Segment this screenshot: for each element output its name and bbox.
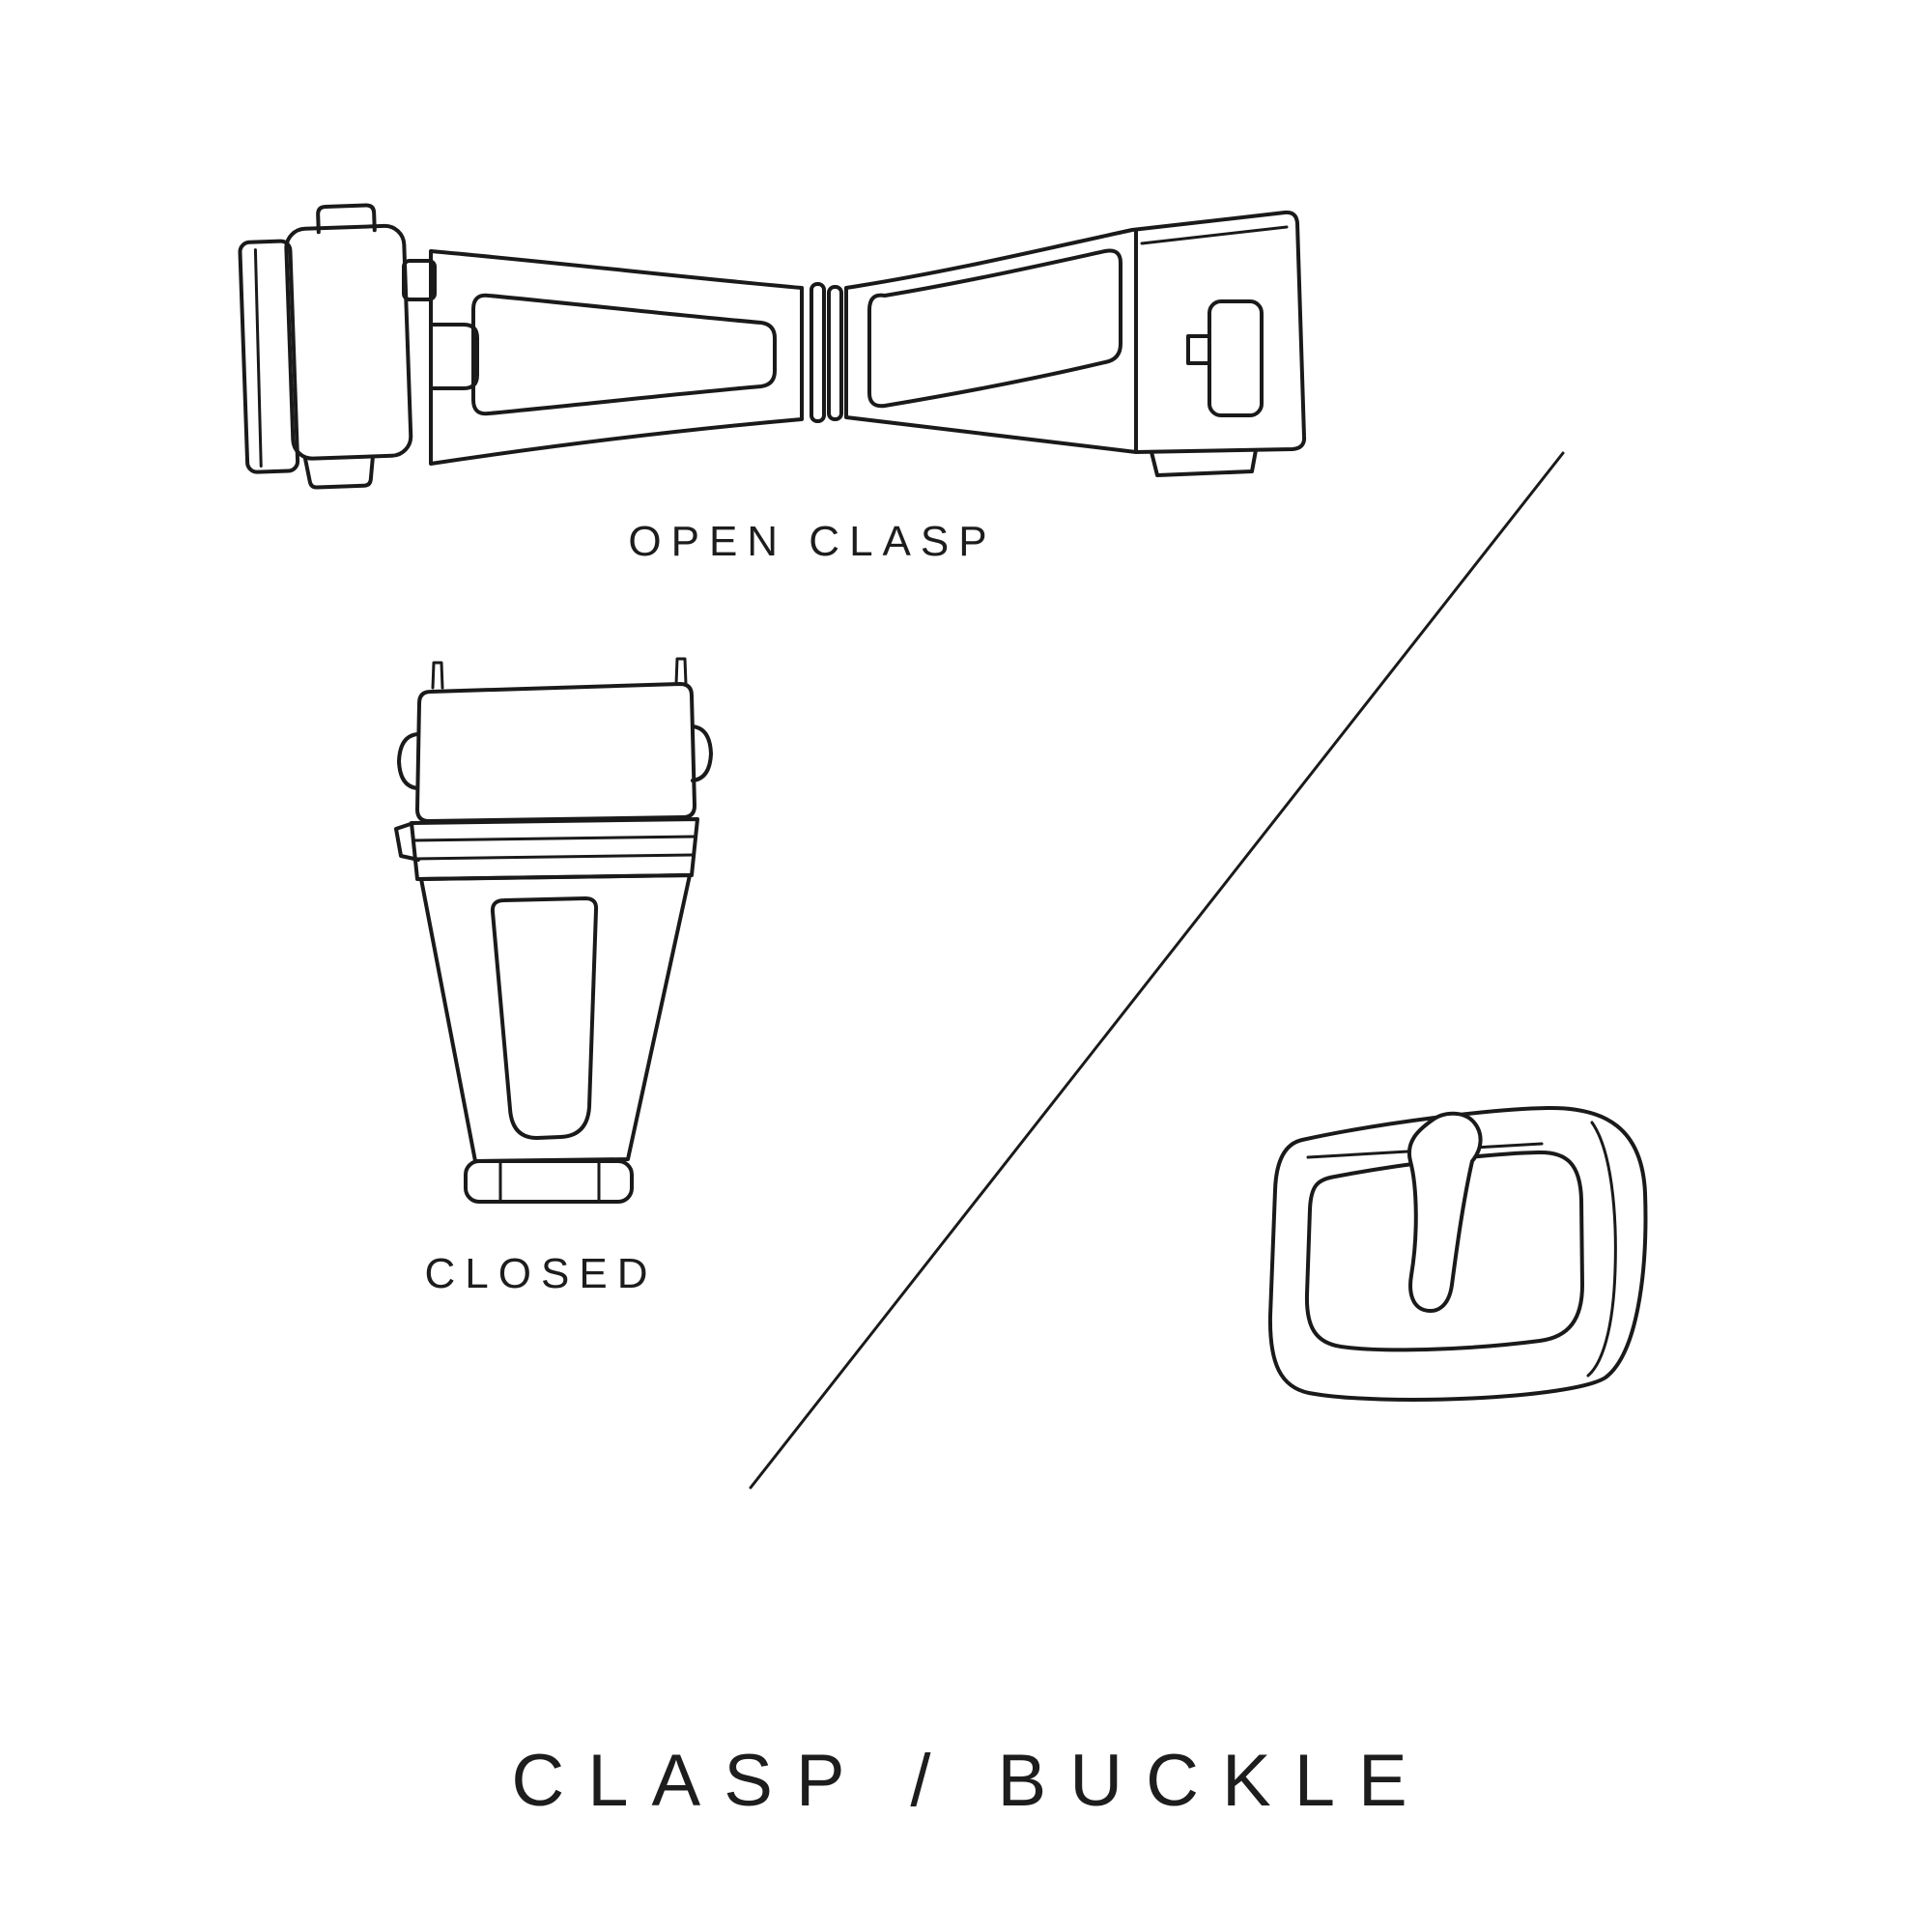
closed-label: CLOSED [424, 1250, 658, 1297]
open-clasp-left-arm [429, 249, 804, 466]
closed-clasp-cover [415, 682, 696, 823]
open-clasp-right-arm [844, 210, 1307, 477]
open-clasp-label: OPEN CLASP [628, 518, 997, 565]
closed-clasp-body [419, 873, 692, 1163]
pin-buckle-illustration [1267, 1105, 1648, 1402]
divider-line [749, 451, 1565, 1490]
buckle-tongue [1406, 1111, 1483, 1313]
buckle-frame-outer [1267, 1105, 1648, 1402]
closed-clasp-prong-left [431, 661, 444, 690]
closed-clasp-cap [464, 1159, 634, 1204]
closed-clasp-illustration [394, 657, 713, 1204]
open-clasp-illustration [238, 203, 1307, 490]
page-title: CLASP / BUCKLE [511, 1740, 1431, 1822]
buckle-frame-inner [1304, 1150, 1584, 1352]
open-clasp-end-piece [238, 203, 413, 490]
closed-clasp-band [394, 817, 699, 881]
closed-clasp-prong-right [674, 657, 688, 686]
closed-clasp-ear-right [691, 724, 713, 782]
closed-clasp-ear-left [397, 732, 419, 790]
open-clasp-hinge [810, 282, 843, 423]
open-clasp-link [402, 259, 437, 301]
buckle-side-contour [1586, 1121, 1617, 1378]
